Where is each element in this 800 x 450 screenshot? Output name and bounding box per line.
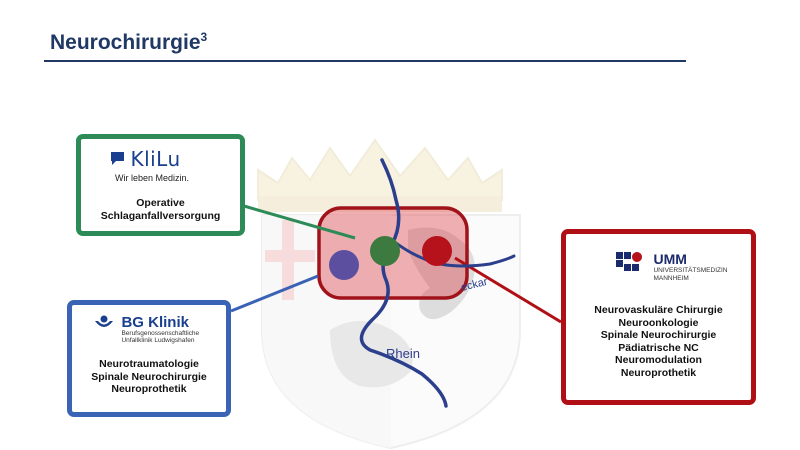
bg-logo-name: BG Klinik [121,314,189,331]
bg-klinik-logo: BG Klinik Berufsgenossenschaftliche Unfa… [94,315,199,344]
cross-vertical [282,220,294,300]
umm-line: Spinale Neurochirurgie [600,329,717,341]
umm-line: Neurovaskuläre Chirurgie [594,304,723,316]
connector-umm [454,256,562,324]
umm-logo-sub2: MANNHEIM [653,274,689,282]
umm-line: Neuroonkologie [618,316,699,329]
umm-line: Pädiatrische NC [618,341,699,354]
umm-logo: UMM UNIVERSITÄTSMEDIZIN MANNHEIM [616,252,728,282]
marker-bg-ludwigshafen [329,250,359,280]
bg-klinik-description: Neurotraumatologie Spinale Neurochirurgi… [72,358,226,396]
klilu-line: Schlaganfallversorgung [100,209,221,222]
coat-of-arms-watermark [257,138,521,450]
klilu-line: Operative [136,197,185,209]
shield-shape [261,214,521,450]
bg-line: Spinale Neurochirurgie [91,370,207,383]
bg-logo-sub2: Unfallklinik Ludwigshafen [121,337,195,344]
marker-klilu [370,236,400,266]
umm-line: Neuroprothetik [620,366,697,379]
bg-klinik-box: BG Klinik Berufsgenossenschaftliche Unfa… [67,300,231,417]
river-label-rhein: Rhein [386,346,420,361]
river-rhein [359,158,448,408]
umm-logo-sub1: UNIVERSITÄTSMEDIZIN [653,267,728,274]
klilu-tagline: Wir leben Medizin. [115,173,190,183]
shield-left-field [262,215,391,448]
river-neckar [390,238,516,268]
bg-line: Neuroprothetik [111,383,187,395]
page-title: Neurochirurgie3 [50,30,207,55]
umm-box: UMM UNIVERSITÄTSMEDIZIN MANNHEIM Neurova… [561,229,756,405]
connector-klilu [243,204,356,240]
marker-umm-mannheim [422,236,452,266]
umm-square-icon [616,252,646,277]
lion-lower [330,321,413,388]
klilu-logo-name: KliLu [130,147,181,171]
title-divider [44,60,686,62]
klilu-description: Operative Schlaganfallversorgung [81,197,240,222]
bg-line: Neurotraumatologie [99,358,199,370]
connector-bg [230,274,319,313]
klilu-box: KliLu Wir leben Medizin. Operative Schla… [76,134,245,236]
umm-line: Neuromodulation [615,354,702,366]
speech-bubble-icon [111,152,124,171]
title-superscript: 3 [200,30,208,44]
klilu-logo: KliLu Wir leben Medizin. [111,149,189,183]
umm-logo-name: UMM [653,251,687,267]
cross-horizontal [265,250,315,262]
bg-logo-sub1: Berufsgenossenschaftliche [121,330,200,337]
crown-shape [257,138,503,201]
title-text: Neurochirurgie [50,31,201,54]
bg-person-icon [94,315,114,336]
umm-description: Neurovaskuläre Chirurgie Neuroonkologie … [566,304,751,379]
